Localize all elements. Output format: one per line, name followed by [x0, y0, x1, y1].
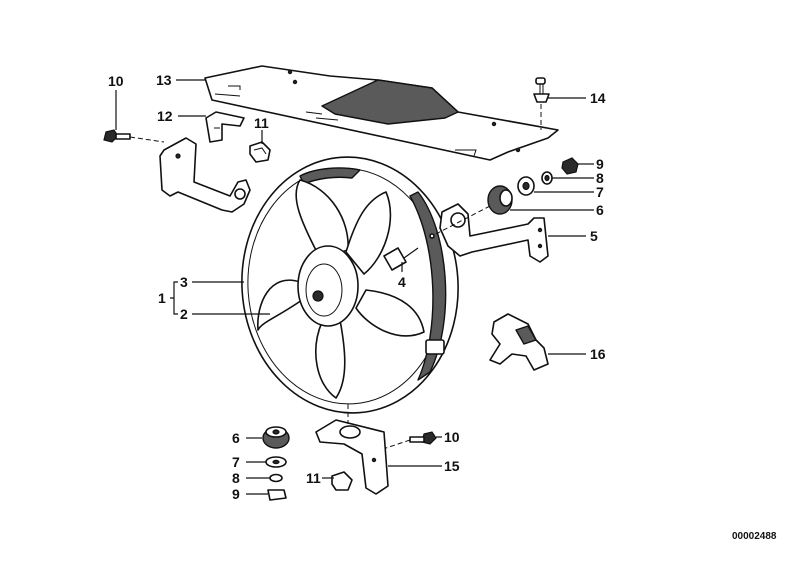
washer-top: [517, 176, 535, 196]
callout-labels: 10 13 12 11 14 9 8 7 6 5 4 1 3 2 16 6 7 …: [108, 72, 606, 502]
callout-8-top: 8: [596, 170, 604, 186]
callout-2: 2: [180, 306, 188, 322]
small-bracket: [205, 111, 245, 143]
washer-bottom: [265, 456, 287, 468]
nut-bottom: [267, 489, 287, 501]
callout-8-bottom: 8: [232, 470, 240, 486]
callout-15: 15: [444, 458, 460, 474]
nut-top: [561, 157, 579, 175]
callout-6-bottom: 6: [232, 430, 240, 446]
fan-blades: [257, 179, 425, 399]
clamp: [489, 313, 549, 371]
callout-4: 4: [398, 274, 406, 290]
left-mounting-bracket: [159, 137, 251, 213]
bolt-bottom: [385, 431, 437, 449]
callout-12: 12: [157, 108, 173, 124]
callout-9-bottom: 9: [232, 486, 240, 502]
leader-lines: [115, 79, 594, 495]
bottom-bracket: [315, 404, 389, 495]
callout-10-bottom: 10: [444, 429, 460, 445]
connector: [383, 247, 419, 271]
callout-11-top: 11: [254, 115, 269, 131]
spring-washer-bottom: [269, 473, 283, 483]
callout-16: 16: [590, 346, 606, 362]
callout-7-top: 7: [596, 184, 604, 200]
bolt-top-left: [103, 129, 165, 143]
callout-6-top: 6: [596, 202, 604, 218]
cover-panel: [204, 65, 559, 161]
callout-5: 5: [590, 228, 598, 244]
callout-13: 13: [156, 72, 172, 88]
right-mounting-bracket: [439, 203, 549, 263]
callout-7-bottom: 7: [232, 454, 240, 470]
rubber-mount-top: [429, 185, 513, 239]
callout-11-bottom: 11: [306, 470, 321, 486]
spring-washer-top: [541, 171, 553, 185]
clip-nut-top: [249, 141, 271, 163]
rubber-mount-bottom: [262, 426, 290, 449]
diagram-reference-number: 00002488: [732, 531, 777, 542]
callout-9-top: 9: [596, 156, 604, 172]
clip-nut-bottom: [331, 471, 353, 491]
callout-14: 14: [590, 90, 606, 106]
callout-3: 3: [180, 274, 188, 290]
callout-10-top: 10: [108, 73, 124, 89]
callout-1: 1: [158, 290, 166, 306]
push-rivet: [533, 77, 550, 130]
